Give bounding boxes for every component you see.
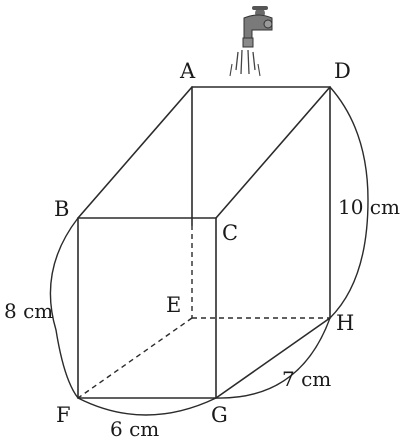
arc-bottom-front (77, 397, 217, 416)
edge-GH (215, 317, 331, 399)
arc-bottom-side (215, 317, 331, 399)
measure-label-bottom-front: 6 cm (110, 417, 159, 441)
vertex-label-d: D (334, 59, 351, 83)
vertex-label-c: C (222, 221, 238, 245)
vertex-label-h: H (336, 311, 354, 335)
vertex-label-a: A (179, 59, 196, 83)
arc-height-right (329, 86, 369, 319)
edge-EF-hidden (77, 317, 193, 399)
water-faucet-icon (229, 6, 273, 77)
vertex-label-b: B (54, 197, 69, 221)
vertex-label-g: G (211, 403, 228, 427)
vertex-label-f: F (56, 403, 71, 427)
edge-AB (77, 86, 193, 219)
measure-label-right-height: 10 cm (338, 195, 400, 219)
edge-DC (215, 86, 331, 219)
measure-label-bottom-side: 7 cm (282, 367, 331, 391)
measure-label-left-height: 8 cm (4, 299, 53, 323)
arc-height-left (49, 217, 79, 399)
vertex-label-e: E (166, 293, 181, 317)
